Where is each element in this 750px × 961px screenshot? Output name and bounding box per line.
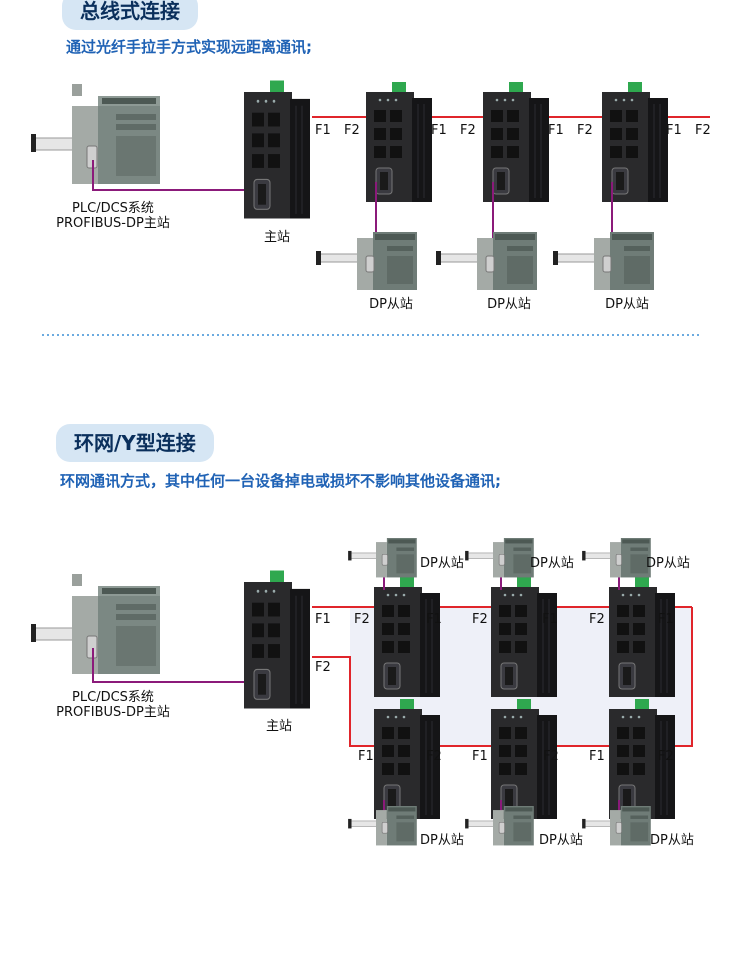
ring-top-slave-label: DP从站: [420, 556, 464, 571]
bus-slave-device-3: [552, 231, 655, 291]
ring-top-slave-device-3: [581, 537, 652, 578]
ring-master-port-label: F2: [315, 660, 331, 675]
ring-plc-label: PLC/DCS系统: [72, 690, 154, 705]
ring-bottom-slave-label: DP从站: [650, 833, 694, 848]
bus-slave-label: DP从站: [369, 297, 413, 312]
bus-master-converter: [243, 79, 311, 220]
ring-bottom-slave-label: DP从站: [420, 833, 464, 848]
ring-profibus-cable: [92, 648, 262, 683]
ring-bottom-slave-label: DP从站: [539, 833, 583, 848]
ring-section-subtitle: 环网通讯方式，其中任何一台设备掉电或损坏不影响其他设备通讯;: [60, 472, 502, 490]
ring-top-converter-3: [608, 576, 676, 698]
ring-top-slave-label: DP从站: [646, 556, 690, 571]
bus-plc-label: PLC/DCS系统: [72, 201, 154, 216]
bus-section-title: 总线式连接: [62, 0, 198, 30]
bus-plc-label: PROFIBUS-DP主站: [56, 216, 170, 231]
ring-top-port-label: F2: [589, 612, 605, 627]
ring-top-port-label: F1: [542, 612, 558, 627]
bus-port-label: F1: [666, 123, 682, 138]
ring-plc-label: PROFIBUS-DP主站: [56, 705, 170, 720]
ring-top-slave-device-2: [464, 537, 535, 578]
bus-profibus-cable: [92, 160, 262, 191]
bus-port-label: F2: [344, 123, 360, 138]
bus-slave-label: DP从站: [605, 297, 649, 312]
bus-plc-device: [30, 83, 161, 185]
bus-slave-device-2: [435, 231, 538, 291]
bus-slave-device-1: [315, 231, 418, 291]
ring-fiber-loop: [312, 607, 693, 747]
bus-port-label: F2: [460, 123, 476, 138]
ring-bottom-port-label: F1: [358, 749, 374, 764]
ring-master-label: 主站: [266, 719, 292, 734]
ring-bottom-port-label: F2: [426, 749, 442, 764]
bus-master-label: 主站: [264, 230, 290, 245]
ring-diagram: F1 F2 F2 F1 F2 F1 F2 F1 F1 F2 F1 F2 F1 F…: [30, 537, 694, 848]
ring-bottom-slave-device-3: [581, 805, 652, 846]
ring-master-converter: [243, 569, 311, 710]
ring-top-slave-device-1: [347, 537, 418, 578]
ring-bottom-port-label: F1: [472, 749, 488, 764]
bus-slave-label: DP从站: [487, 297, 531, 312]
bus-port-label: F1: [315, 123, 331, 138]
bus-port-label: F1: [548, 123, 564, 138]
bus-port-label: F2: [695, 123, 711, 138]
ring-section-title: 环网/Y型连接: [56, 424, 214, 462]
ring-bottom-port-label: F1: [589, 749, 605, 764]
ring-top-port-label: F2: [354, 612, 370, 627]
ring-plc-device: [30, 573, 161, 675]
ring-top-converter-1: [373, 576, 441, 698]
ring-bottom-slave-device-2: [464, 805, 535, 846]
ring-bottom-port-label: F2: [658, 749, 674, 764]
ring-master-port-label: F1: [315, 612, 331, 627]
bus-port-label: F1: [431, 123, 447, 138]
bus-port-label: F2: [577, 123, 593, 138]
ring-top-port-label: F2: [472, 612, 488, 627]
ring-bottom-slave-device-1: [347, 805, 418, 846]
ring-top-port-label: F1: [658, 612, 674, 627]
bus-diagram: F1 F2 F1 F2 F1 F2 F1 F2 PLC/DCS系统 PROFIB…: [30, 79, 711, 312]
bus-section-subtitle: 通过光纤手拉手方式实现远距离通讯;: [66, 38, 313, 56]
ring-top-slave-label: DP从站: [530, 556, 574, 571]
ring-top-converter-2: [490, 576, 558, 698]
ring-bottom-port-label: F2: [543, 749, 559, 764]
ring-top-port-label: F1: [426, 612, 442, 627]
